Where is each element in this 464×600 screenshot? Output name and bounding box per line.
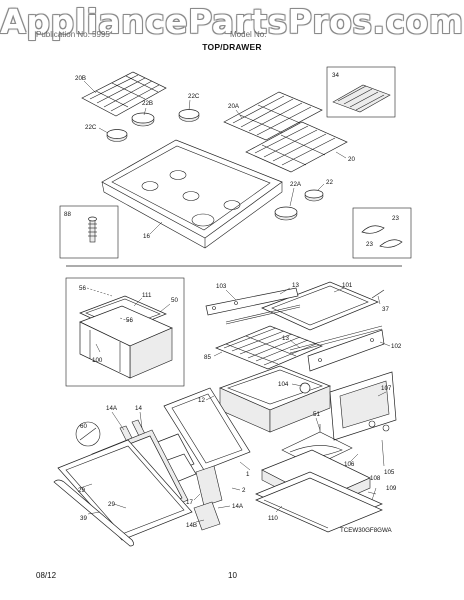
callout-110: 110 xyxy=(268,515,278,522)
callout-56: 56 xyxy=(79,285,86,292)
callout-111: 111 xyxy=(142,292,152,299)
callout-2: 2 xyxy=(242,487,246,494)
callout-22b: 22B xyxy=(142,100,153,107)
callout-51: 51 xyxy=(313,411,320,418)
callout-85: 85 xyxy=(204,354,211,361)
oven-body-12 xyxy=(219,365,331,433)
section-title: TOP/DRAWER xyxy=(202,42,262,52)
callout-109: 109 xyxy=(386,485,397,492)
inset-60 xyxy=(75,421,101,447)
callout-39: 39 xyxy=(80,515,87,522)
callout-12: 12 xyxy=(198,397,205,404)
grate-20a xyxy=(223,91,323,141)
side-bracket-102 xyxy=(307,329,385,372)
callout-29-top: 29 xyxy=(78,487,85,494)
callout-22: 22 xyxy=(326,179,333,186)
grate-20b xyxy=(81,71,167,117)
callout-88: 88 xyxy=(64,211,71,218)
callout-102: 102 xyxy=(391,343,402,350)
callout-13-top: 13 xyxy=(292,282,299,289)
callout-22c-left: 22C xyxy=(85,124,97,131)
callout-60: 60 xyxy=(80,423,87,430)
leader-lines xyxy=(79,80,391,523)
callout-22a: 22A xyxy=(290,181,302,188)
callout-14: 14 xyxy=(135,405,142,412)
callout-108: 108 xyxy=(370,475,381,482)
callout-106: 106 xyxy=(344,461,355,468)
callout-14a-bottom: 14A xyxy=(232,503,244,510)
callout-22c-top: 22C xyxy=(188,93,200,100)
oven-top-101 xyxy=(261,281,379,331)
callout-labels: 20B 22B 22C 20A 34 22C 20 22A 22 16 88 2… xyxy=(64,72,402,534)
inset-23 xyxy=(352,207,412,259)
callout-14a-top: 14A xyxy=(106,405,118,412)
callout-50: 50 xyxy=(171,297,178,304)
callout-14b: 14B xyxy=(186,522,197,529)
griddle-inset-34 xyxy=(326,66,396,118)
callout-103: 103 xyxy=(216,283,227,290)
callout-20: 20 xyxy=(348,156,355,163)
back-panel-107 xyxy=(329,371,397,441)
cooktop-16 xyxy=(101,139,283,249)
callout-29-bottom: 29 xyxy=(108,501,115,508)
callout-20a: 20A xyxy=(228,103,240,110)
oven-rack-85 xyxy=(215,325,323,370)
callout-1: 1 xyxy=(246,471,250,478)
header-publication: Publication No. 5995 xyxy=(36,30,110,39)
callout-20b: 20B xyxy=(75,75,86,82)
grate-20 xyxy=(245,121,348,173)
callout-100: 100 xyxy=(92,357,103,364)
callout-104: 104 xyxy=(278,381,289,388)
callout-34: 34 xyxy=(332,72,339,79)
drawer-inset xyxy=(65,277,185,387)
header-model: Model No. xyxy=(230,30,267,39)
footer-page-number: 10 xyxy=(228,571,237,580)
callout-107: 107 xyxy=(381,385,392,392)
callout-23-top: 23 xyxy=(392,215,399,222)
callout-23-bottom: 23 xyxy=(366,241,373,248)
callout-16: 16 xyxy=(143,233,150,240)
callout-13-mid: 13 xyxy=(282,335,289,342)
inset-88 xyxy=(59,205,119,259)
side-rail-103 xyxy=(205,287,301,325)
callout-105: 105 xyxy=(384,469,395,476)
callout-17: 17 xyxy=(186,499,193,506)
footer-date: 08/12 xyxy=(36,571,57,580)
callout-56b: 56 xyxy=(126,317,133,324)
callout-37: 37 xyxy=(382,306,389,313)
figure-code: TCEW30GF8GWA xyxy=(340,527,393,534)
watermark-text: AppliancePartsPros.com xyxy=(0,2,464,41)
drawer-108-110 xyxy=(255,449,383,533)
callout-101: 101 xyxy=(342,282,353,289)
